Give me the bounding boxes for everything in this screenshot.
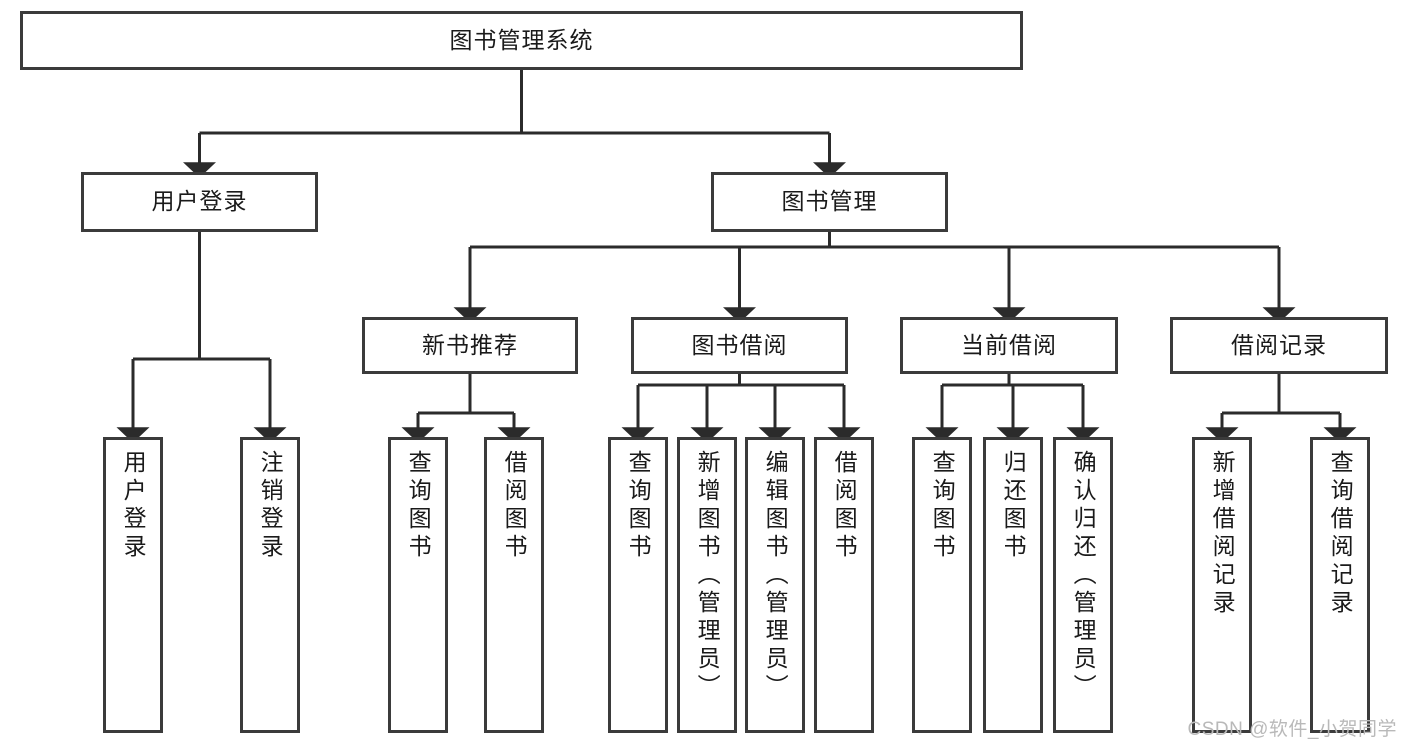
node-label: 编辑图书（管理员） — [762, 450, 789, 702]
node-leaf-cur-1[interactable]: 查询图书 — [912, 437, 972, 733]
node-records[interactable]: 借阅记录 — [1170, 317, 1388, 374]
node-label: 查询借阅记录 — [1327, 450, 1354, 618]
node-label: 确认归还（管理员） — [1070, 450, 1097, 702]
csdn-watermark: CSDN @软件_小贺同学 — [1187, 719, 1397, 740]
node-leaf-cur-3[interactable]: 确认归还（管理员） — [1053, 437, 1113, 733]
node-root[interactable]: 图书管理系统 — [20, 11, 1023, 70]
node-label: 当前借阅 — [961, 331, 1057, 358]
node-label: 新增借阅记录 — [1209, 450, 1236, 618]
node-label: 新书推荐 — [422, 331, 518, 358]
node-login[interactable]: 用户登录 — [81, 172, 318, 232]
node-leaf-login-2[interactable]: 注销登录 — [240, 437, 300, 733]
node-borrow[interactable]: 图书借阅 — [631, 317, 848, 374]
node-leaf-borrow-2[interactable]: 新增图书（管理员） — [677, 437, 737, 733]
node-leaf-borrow-4[interactable]: 借阅图书 — [814, 437, 874, 733]
node-label: 查询图书 — [625, 450, 652, 562]
node-label: 图书管理系统 — [449, 26, 594, 53]
node-label: 图书借阅 — [691, 331, 788, 358]
node-leaf-new-1[interactable]: 查询图书 — [388, 437, 448, 733]
node-current[interactable]: 当前借阅 — [900, 317, 1118, 374]
node-label: 借阅图书 — [501, 450, 528, 562]
node-label: 借阅图书 — [831, 450, 858, 562]
node-bookmgmt[interactable]: 图书管理 — [711, 172, 948, 232]
node-label: 图书管理 — [781, 188, 878, 215]
node-leaf-borrow-1[interactable]: 查询图书 — [608, 437, 668, 733]
node-leaf-borrow-3[interactable]: 编辑图书（管理员） — [745, 437, 805, 733]
node-newbook[interactable]: 新书推荐 — [362, 317, 578, 374]
node-label: 用户登录 — [120, 450, 147, 562]
node-leaf-rec-2[interactable]: 查询借阅记录 — [1310, 437, 1370, 733]
node-leaf-rec-1[interactable]: 新增借阅记录 — [1192, 437, 1252, 733]
node-label: 注销登录 — [257, 450, 284, 562]
node-label: 借阅记录 — [1231, 331, 1327, 358]
node-label: 用户登录 — [151, 188, 248, 215]
node-label: 查询图书 — [929, 450, 956, 562]
node-leaf-new-2[interactable]: 借阅图书 — [484, 437, 544, 733]
node-label: 归还图书 — [1000, 450, 1027, 562]
node-label: 新增图书（管理员） — [694, 450, 721, 702]
node-label: 查询图书 — [405, 450, 432, 562]
node-leaf-login-1[interactable]: 用户登录 — [103, 437, 163, 733]
node-leaf-cur-2[interactable]: 归还图书 — [983, 437, 1043, 733]
